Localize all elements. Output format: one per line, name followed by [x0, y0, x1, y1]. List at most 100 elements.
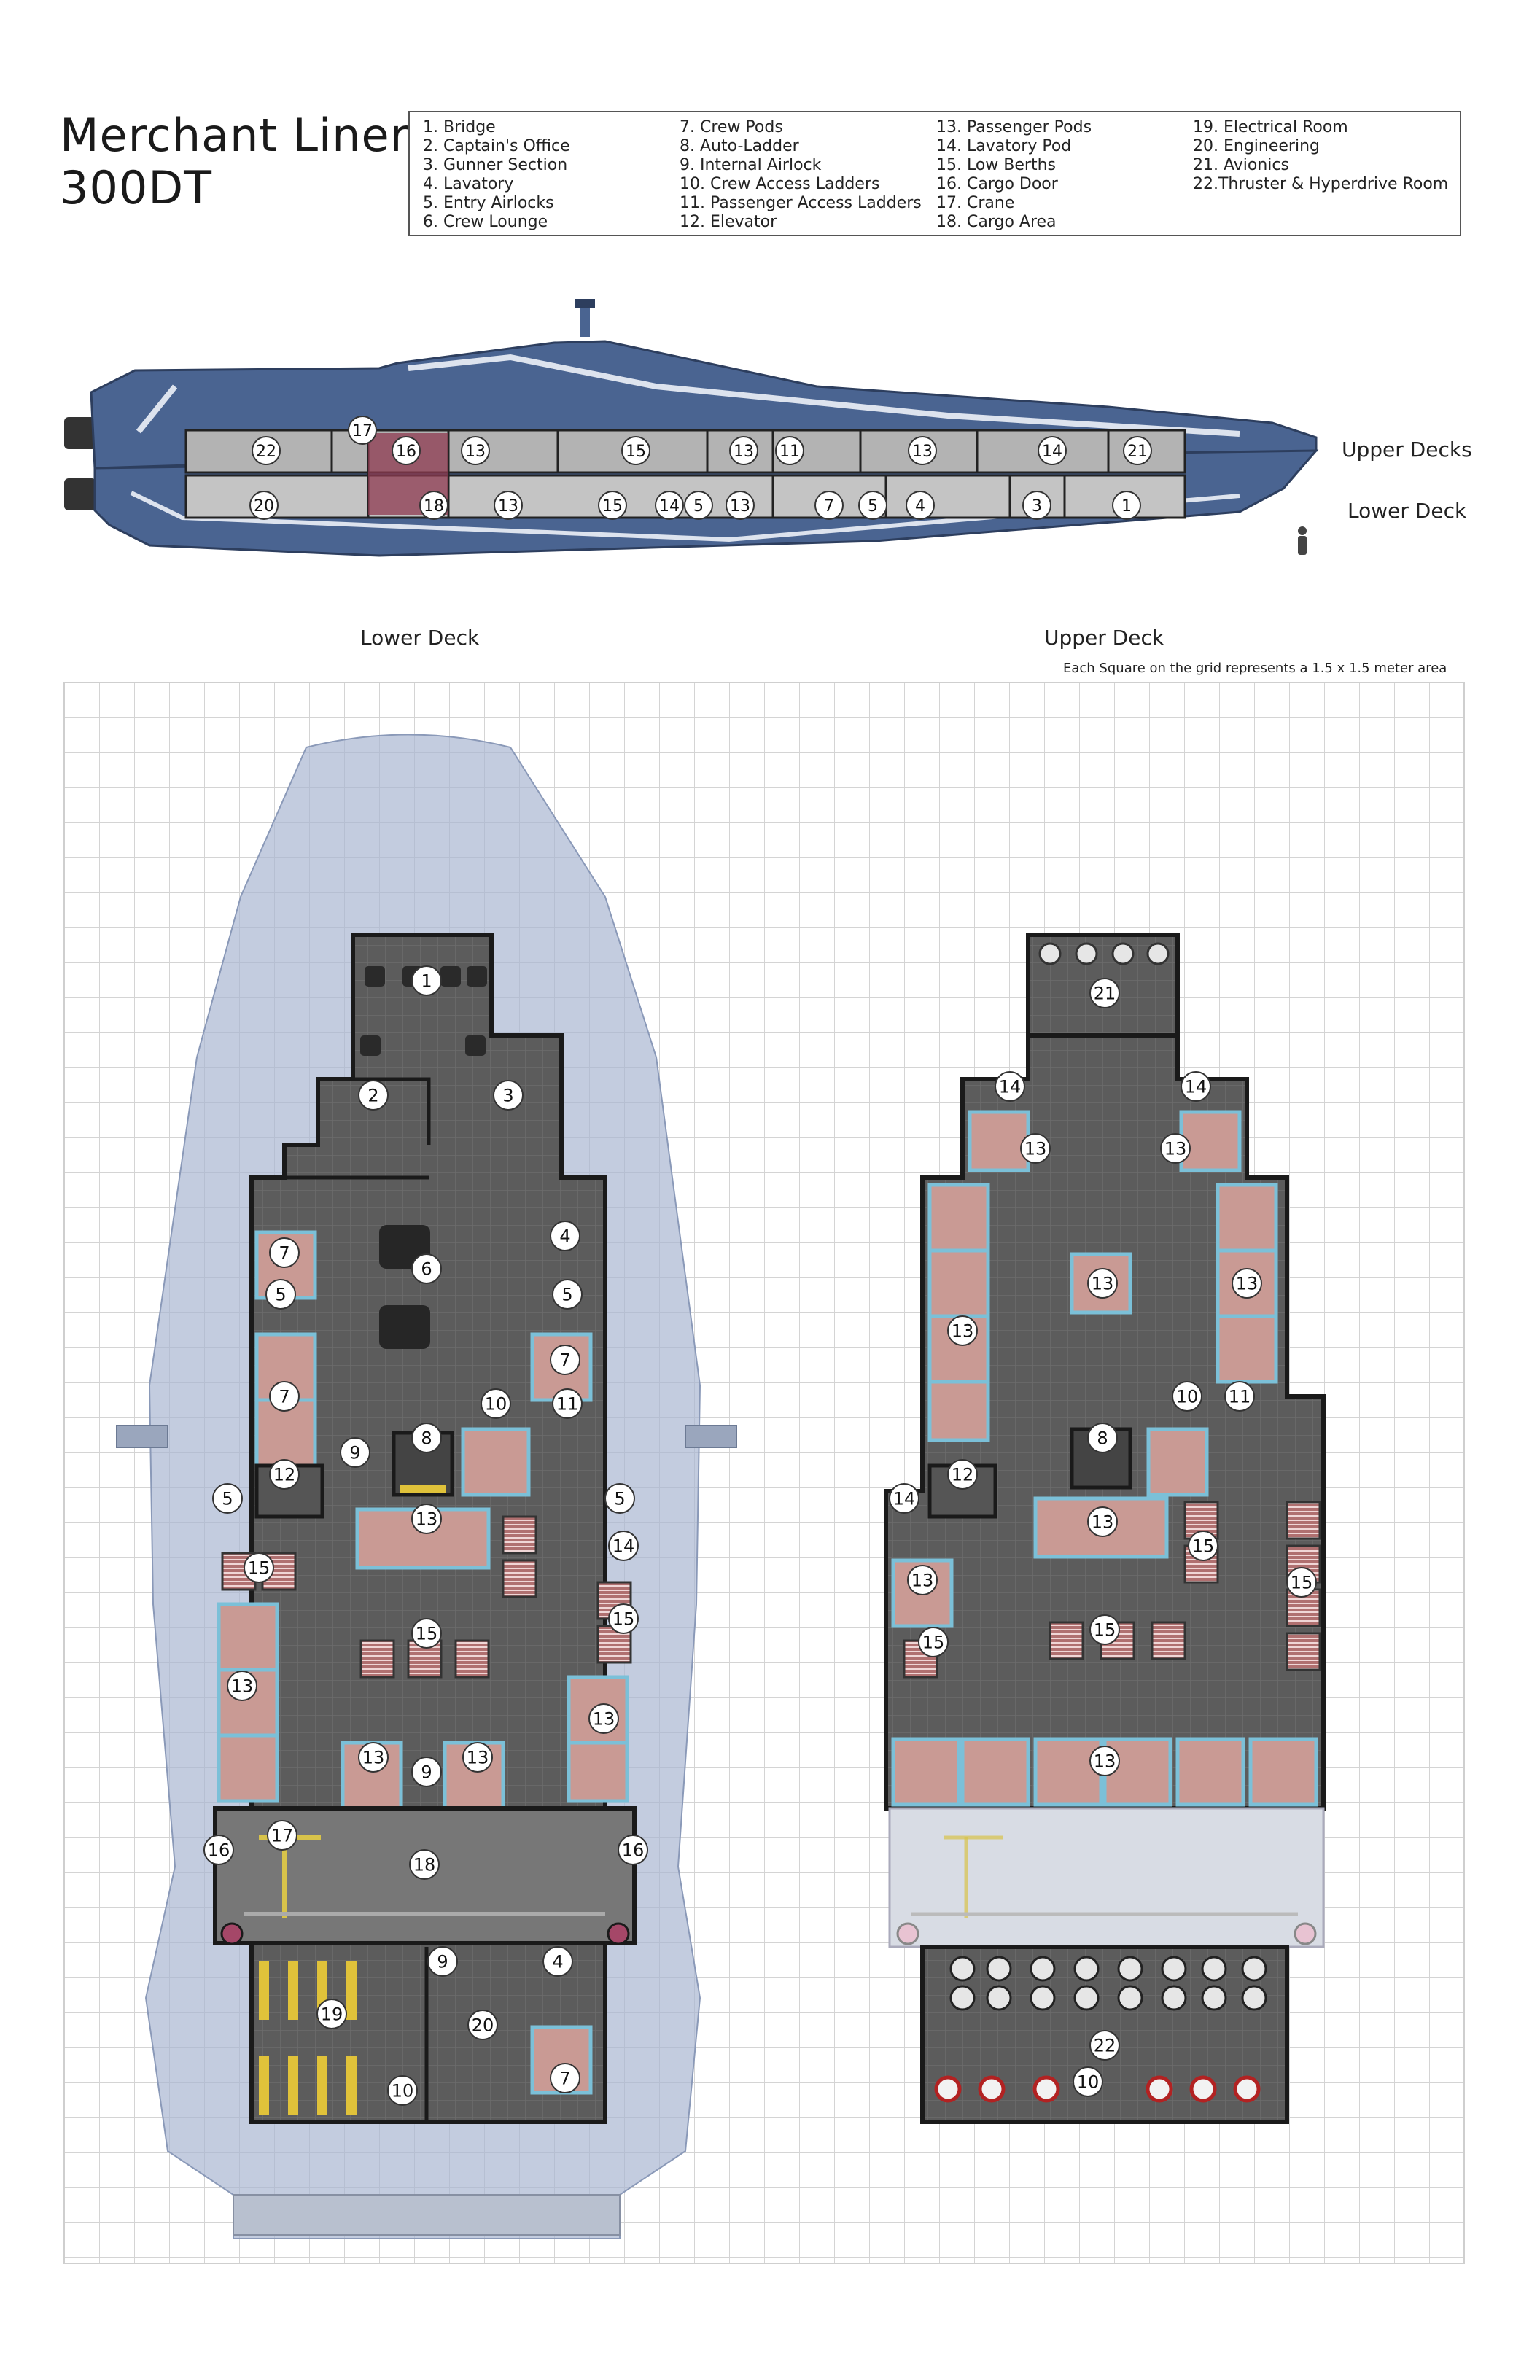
room-marker-label: 11	[1229, 1387, 1251, 1407]
room-marker-label: 13	[1164, 1139, 1187, 1159]
room-marker-label: 13	[1236, 1274, 1259, 1294]
room-marker-label: 15	[1291, 1573, 1313, 1593]
room-marker	[775, 436, 804, 465]
legend-item: 10. Crew Access Ladders	[680, 175, 880, 193]
room-marker-label: 19	[321, 2004, 343, 2025]
person-scale-icon	[1298, 526, 1307, 555]
room-marker	[269, 1237, 300, 1268]
room-marker	[1087, 1506, 1118, 1537]
room-marker-label: 11	[779, 443, 800, 461]
room-marker-label: 13	[1094, 1751, 1116, 1772]
lower-auto-ladder	[392, 1431, 454, 1497]
room-marker	[726, 491, 755, 520]
room-marker	[249, 491, 279, 520]
room-marker	[550, 1345, 580, 1375]
room-marker	[411, 1757, 442, 1787]
room-marker	[411, 1618, 442, 1649]
room-marker-label: 2	[368, 1086, 378, 1106]
room-marker	[908, 436, 937, 465]
upper-bottom-pod-row	[891, 1737, 1318, 1807]
room-marker	[1089, 1614, 1120, 1645]
room-marker-label: 13	[593, 1709, 615, 1730]
room-marker-label: 22	[256, 443, 276, 461]
legend-item: 5. Entry Airlocks	[423, 194, 554, 212]
room-marker	[244, 1552, 274, 1583]
upper-low-berths	[903, 1501, 1321, 1679]
room-marker	[858, 491, 887, 520]
room-marker-label: 5	[275, 1285, 286, 1305]
legend-item: 9. Internal Airlock	[680, 156, 822, 174]
lower-deck-title: Lower Deck	[360, 626, 480, 650]
room-marker	[252, 436, 281, 465]
legend-item: 22.Thruster & Hyperdrive Room	[1193, 175, 1449, 193]
room-marker	[552, 1388, 583, 1419]
room-marker-label: 14	[1185, 1077, 1208, 1097]
room-marker	[542, 1946, 573, 1977]
room-marker-label: 7	[824, 497, 834, 516]
room-marker-label: 5	[222, 1489, 233, 1509]
room-marker	[1089, 2030, 1120, 2061]
room-marker-label: 15	[612, 1609, 635, 1630]
room-marker-label: 5	[614, 1489, 625, 1509]
room-marker	[889, 1483, 919, 1514]
room-marker	[608, 1603, 639, 1634]
avionics-units	[1038, 942, 1170, 965]
room-marker-label: 8	[1097, 1428, 1108, 1449]
legend-item: 12. Elevator	[680, 213, 777, 231]
room-marker-label: 7	[279, 1387, 289, 1407]
legend-item: 19. Electrical Room	[1193, 118, 1348, 136]
legend-item: 6. Crew Lounge	[423, 213, 548, 231]
room-marker-label: 4	[559, 1226, 570, 1247]
room-marker	[419, 491, 448, 520]
room-marker-label: 13	[952, 1321, 974, 1342]
room-marker-label: 5	[693, 497, 704, 516]
room-marker-label: 17	[271, 1826, 294, 1846]
legend-item: 2. Captain's Office	[423, 137, 570, 155]
legend-item: 16. Cargo Door	[936, 175, 1058, 193]
room-marker	[265, 1279, 296, 1310]
room-marker	[947, 1459, 978, 1490]
room-marker	[1188, 1531, 1218, 1561]
room-marker	[411, 1423, 442, 1453]
room-marker-label: 15	[416, 1624, 438, 1644]
room-marker	[493, 1080, 524, 1111]
lower-pylon-right	[685, 1425, 737, 1448]
legend-item: 8. Auto-Ladder	[680, 137, 799, 155]
room-marker	[1087, 1268, 1118, 1299]
room-marker-label: 12	[273, 1465, 296, 1485]
room-marker-label: 8	[421, 1428, 432, 1449]
room-marker-label: 9	[349, 1443, 360, 1463]
room-marker-label: 10	[1176, 1387, 1199, 1407]
room-marker	[481, 1388, 511, 1419]
room-marker-label: 15	[626, 443, 646, 461]
room-marker	[411, 1253, 442, 1284]
room-marker-label: 7	[279, 1243, 289, 1264]
room-marker	[1089, 978, 1120, 1008]
room-marker	[409, 1849, 440, 1880]
room-marker-label: 15	[1094, 1620, 1116, 1641]
room-marker	[907, 1565, 938, 1595]
room-marker-label: 11	[556, 1394, 579, 1415]
side-engine-bottom	[64, 478, 96, 510]
room-marker-label: 14	[659, 497, 680, 516]
room-marker-label: 13	[911, 1571, 934, 1591]
legend-column-2: 7. Crew Pods 8. Auto-Ladder 9. Internal …	[680, 118, 922, 232]
room-marker	[427, 1946, 458, 1977]
room-marker-label: 7	[559, 2069, 570, 2089]
title-line2: 300DT	[60, 161, 212, 214]
room-marker-label: 3	[1032, 497, 1042, 516]
room-marker-label: 22	[1094, 2036, 1116, 2056]
legend-item: 13. Passenger Pods	[936, 118, 1092, 136]
room-marker-label: 13	[1092, 1512, 1114, 1533]
room-marker-label: 4	[552, 1952, 563, 1972]
legend-item: 1. Bridge	[423, 118, 496, 136]
room-marker	[918, 1627, 949, 1657]
legend-item: 17. Crane	[936, 194, 1015, 212]
room-marker	[618, 1835, 648, 1865]
room-marker	[1022, 491, 1051, 520]
